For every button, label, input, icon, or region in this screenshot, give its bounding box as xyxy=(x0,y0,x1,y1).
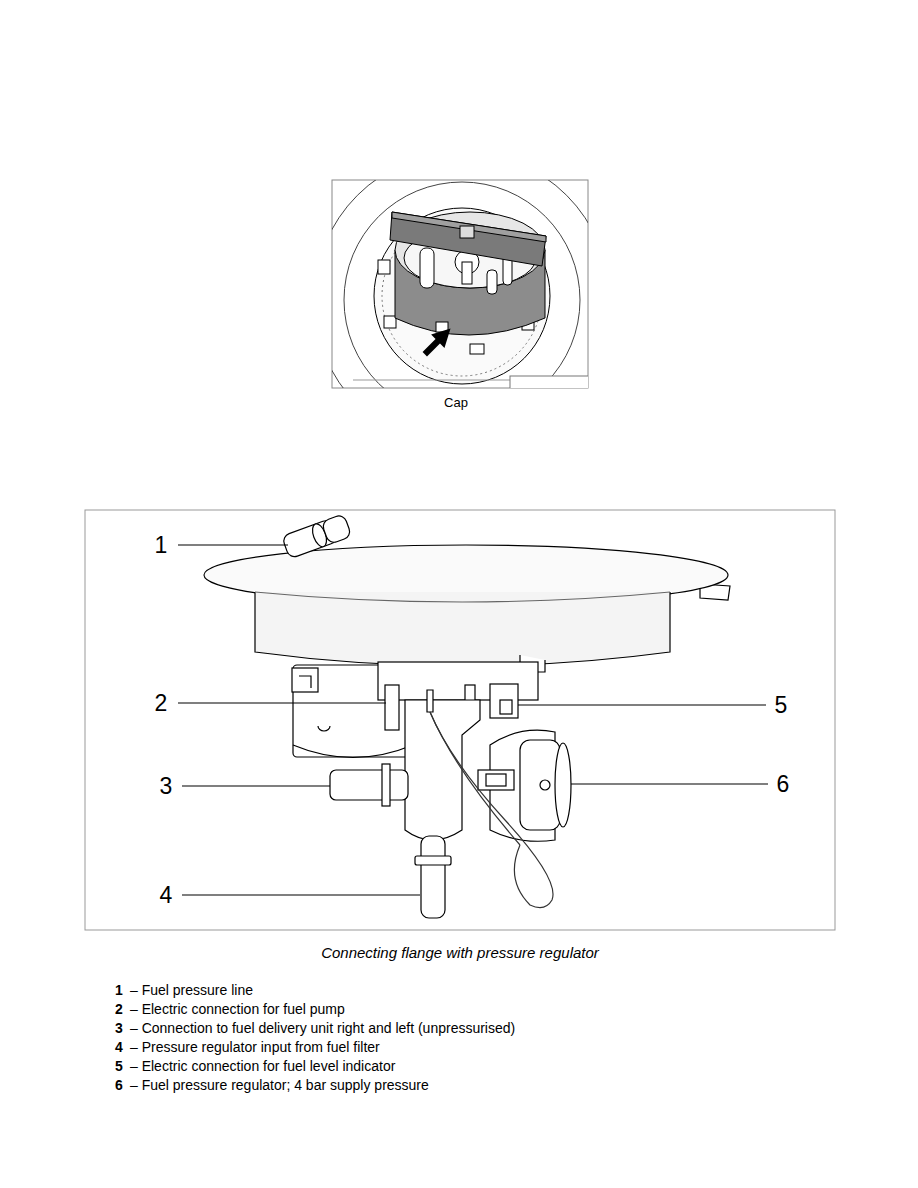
figure-caption: Connecting flange with pressure regulato… xyxy=(321,944,599,961)
figure-caption: Cap xyxy=(444,396,468,411)
callout-number: 6 xyxy=(775,771,792,797)
legend-number: 5 xyxy=(115,1058,123,1074)
callout-number: 4 xyxy=(158,882,175,908)
legend-text: – Electric connection for fuel level ind… xyxy=(130,1058,395,1074)
legend-text: – Fuel pressure line xyxy=(130,982,253,998)
callout-number: 1 xyxy=(153,532,170,558)
legend-text: – Connection to fuel delivery unit right… xyxy=(130,1020,515,1036)
legend-number: 1 xyxy=(115,982,123,998)
callout-number: 2 xyxy=(153,690,170,716)
legend-number: 3 xyxy=(115,1020,123,1036)
legend-text: – Electric connection for fuel pump xyxy=(130,1001,345,1017)
legend-number: 4 xyxy=(115,1039,123,1055)
legend-number: 6 xyxy=(115,1077,123,1093)
legend-number: 2 xyxy=(115,1001,123,1017)
legend-text: – Fuel pressure regulator; 4 bar supply … xyxy=(130,1077,429,1093)
cap-illustration xyxy=(314,152,610,448)
callout-number: 3 xyxy=(158,773,175,799)
callout-number: 5 xyxy=(773,692,790,718)
legend-text: – Pressure regulator input from fuel fil… xyxy=(130,1039,380,1055)
flange-illustration xyxy=(85,510,835,930)
